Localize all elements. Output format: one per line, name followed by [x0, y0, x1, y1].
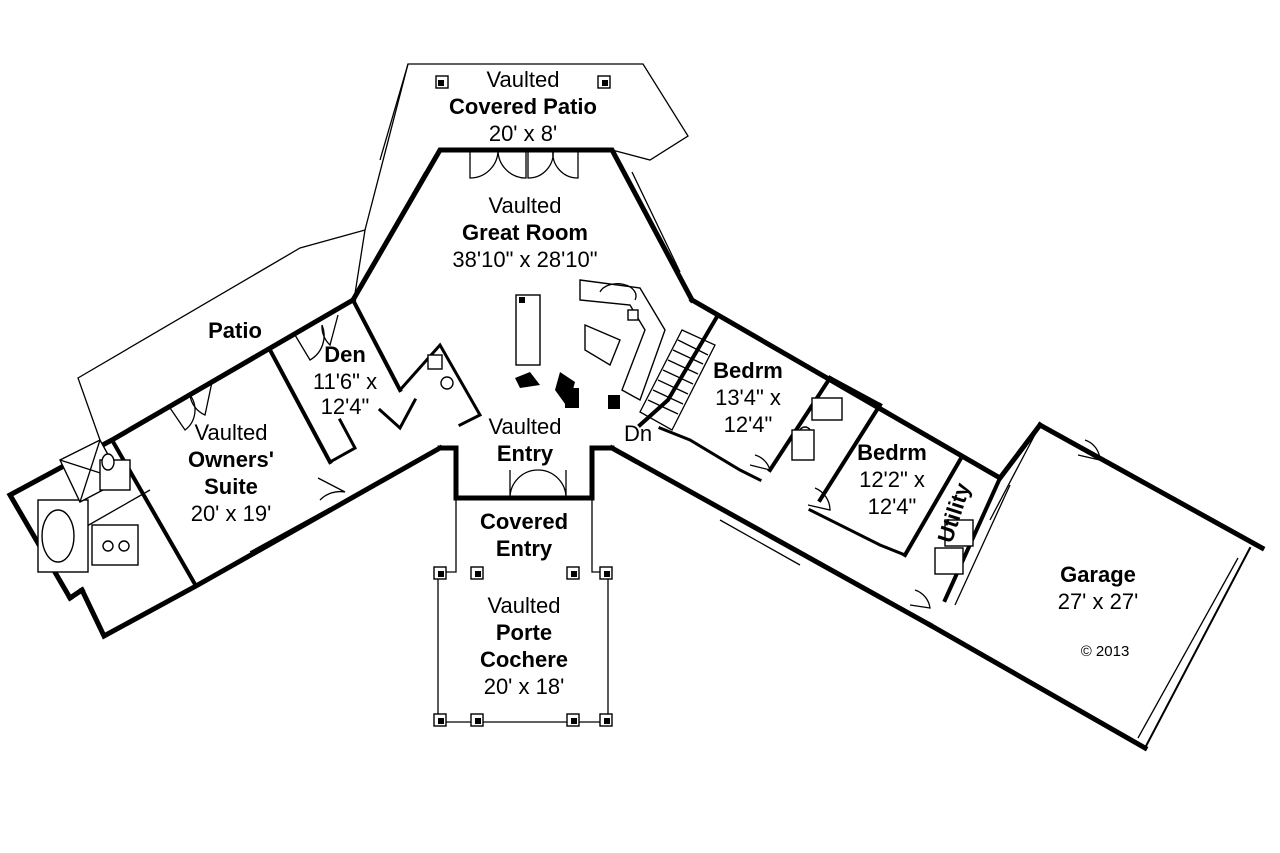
svg-text:38'10" x 28'10": 38'10" x 28'10" [452, 247, 597, 272]
svg-text:Owners': Owners' [188, 447, 274, 472]
svg-text:Vaulted: Vaulted [489, 193, 562, 218]
svg-text:11'6" x: 11'6" x [313, 369, 377, 394]
svg-text:Vaulted: Vaulted [487, 67, 560, 92]
svg-text:12'4": 12'4" [724, 412, 773, 437]
svg-text:Entry: Entry [496, 536, 553, 561]
svg-text:Vaulted: Vaulted [195, 420, 268, 445]
garage-label: Garage 27' x 27' [1058, 562, 1139, 614]
svg-text:Vaulted: Vaulted [489, 414, 562, 439]
svg-text:Bedrm: Bedrm [713, 358, 783, 383]
covered-entry-label: Covered Entry [480, 509, 568, 561]
windows [249, 171, 1091, 718]
svg-text:12'4": 12'4" [321, 394, 370, 419]
porte-cochere-label: Vaulted Porte Cochere 20' x 18' [480, 593, 568, 699]
svg-text:Covered Patio: Covered Patio [449, 94, 597, 119]
patio-outline [77, 229, 366, 441]
svg-text:12'4": 12'4" [868, 494, 917, 519]
svg-text:Cochere: Cochere [480, 647, 568, 672]
svg-text:Vaulted: Vaulted [488, 593, 561, 618]
svg-text:12'2" x: 12'2" x [859, 467, 925, 492]
patio-label: Patio [208, 318, 262, 343]
svg-text:27' x 27': 27' x 27' [1058, 589, 1139, 614]
porte-cochere-outline [437, 498, 609, 723]
entry-label: Vaulted Entry [489, 414, 562, 466]
stair-treads [639, 329, 716, 431]
bedroom-2-label: Bedrm 12'2" x 12'4" [857, 440, 927, 519]
svg-text:13'4" x: 13'4" x [715, 385, 781, 410]
den-label: Den 11'6" x 12'4" [313, 342, 377, 419]
covered-patio-outline [364, 63, 689, 231]
svg-text:Entry: Entry [497, 441, 554, 466]
svg-text:Suite: Suite [204, 474, 258, 499]
columns [433, 75, 613, 727]
copyright-text: © 2013 [1081, 643, 1130, 660]
stair-down-label: Dn [624, 421, 652, 446]
svg-text:20' x 8': 20' x 8' [489, 121, 557, 146]
fixtures [37, 279, 974, 575]
svg-text:Great Room: Great Room [462, 220, 588, 245]
great-room-label: Vaulted Great Room 38'10" x 28'10" [452, 193, 597, 272]
owners-suite-label: Vaulted Owners' Suite 20' x 19' [188, 420, 274, 526]
doors [167, 149, 1101, 609]
svg-text:Garage: Garage [1060, 562, 1136, 587]
svg-text:Covered: Covered [480, 509, 568, 534]
svg-text:Porte: Porte [496, 620, 552, 645]
svg-text:Den: Den [324, 342, 366, 367]
covered-patio-label: Vaulted Covered Patio 20' x 8' [449, 67, 597, 146]
bedroom-1-label: Bedrm 13'4" x 12'4" [713, 358, 783, 437]
svg-text:20' x 19': 20' x 19' [191, 501, 272, 526]
svg-text:20' x 18': 20' x 18' [484, 674, 565, 699]
svg-text:Bedrm: Bedrm [857, 440, 927, 465]
